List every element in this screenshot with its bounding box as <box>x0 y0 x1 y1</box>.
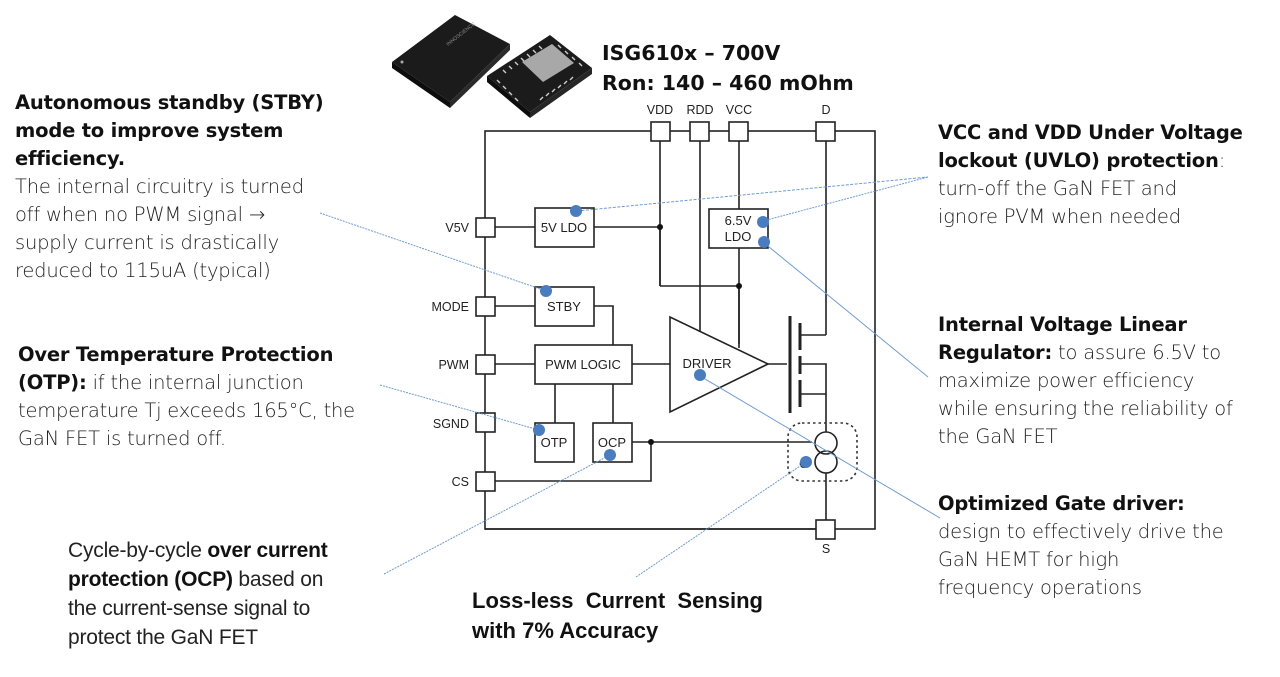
leader-ocp <box>383 454 611 575</box>
annotation-ocp-line2-bold: protection (OCP) <box>68 568 233 591</box>
annotation-stby: Autonomous standby (STBY) mode to improv… <box>15 89 324 285</box>
pin-d <box>815 121 836 142</box>
annotation-regulator: Internal Voltage Linear Regulator: to as… <box>938 311 1233 451</box>
pin-label-sgnd: SGND <box>433 417 469 431</box>
current-sense-coil-upper <box>814 431 838 455</box>
pin-label-rdd: RDD <box>686 103 713 117</box>
annotation-stby-body-1: The internal circuitry is turned <box>15 175 304 198</box>
pin-label-s: S <box>822 542 830 556</box>
annotation-ocp-line1-plain: Cycle-by-cycle <box>68 539 208 562</box>
pin-label-vcc: VCC <box>726 103 752 117</box>
leader-regulator <box>762 241 929 378</box>
ic-package-bottom-icon <box>487 35 592 118</box>
marker-stby[interactable] <box>540 285 552 297</box>
annotation-regulator-title-2-rest: to assure 6.5V to <box>1052 341 1221 364</box>
marker-5v-ldo[interactable] <box>570 205 582 217</box>
annotation-otp-body-1: temperature Tj exceeds 165°C, the <box>18 399 355 422</box>
block-label-5v-ldo: 5V LDO <box>541 220 587 235</box>
leader-uvlo-5v <box>576 176 929 212</box>
block-pwm-logic <box>534 344 633 385</box>
annotation-otp-title-1: Over Temperature Protection <box>18 343 334 366</box>
annotation-ocp-body-2: protect the GaN FET <box>68 626 258 649</box>
pin-v5v <box>475 217 496 238</box>
annotation-uvlo: VCC and VDD Under Voltage lockout (UVLO)… <box>938 119 1243 231</box>
product-title-line1: ISG610x – 700V <box>602 41 781 65</box>
annotation-gate-driver-body-1: design to effectively drive the <box>938 520 1224 543</box>
block-label-ocp: OCP <box>598 435 626 450</box>
annotation-ocp-line2-plain: based on <box>232 568 324 591</box>
current-sense-boundary <box>787 422 858 482</box>
product-title: ISG610x – 700V Ron: 140 – 460 mOhm <box>602 38 854 98</box>
annotation-ocp: Cycle-by-cycle over current protection (… <box>68 536 328 652</box>
pin-label-d: D <box>821 103 830 117</box>
leader-sensing <box>635 461 807 578</box>
pin-label-v5v: V5V <box>445 221 469 235</box>
annotation-stby-body-2: off when no PWM signal → <box>15 203 266 226</box>
annotation-regulator-title-1: Internal Voltage Linear <box>938 313 1187 336</box>
pin-label-vdd: VDD <box>647 103 673 117</box>
annotation-gate-driver: Optimized Gate driver: design to effecti… <box>938 490 1224 602</box>
annotation-sensing-line1: Loss-less Current Sensing <box>472 588 763 613</box>
leader-gate-driver <box>699 375 941 519</box>
annotation-gate-driver-body-2: GaN HEMT for high <box>938 548 1120 571</box>
annotation-sensing: Loss-less Current Sensing with 7% Accura… <box>472 586 763 646</box>
annotation-stby-body-4: reduced to 115uA (typical) <box>15 259 271 282</box>
annotation-uvlo-title-2-rest: : <box>1218 149 1226 172</box>
leader-stby <box>319 212 547 292</box>
annotation-stby-title-3: efficiency. <box>15 147 125 170</box>
block-label-stby: STBY <box>547 299 581 314</box>
annotation-stby-title-2: mode to improve system <box>15 119 284 142</box>
annotation-uvlo-body-1: turn-off the GaN FET and <box>938 177 1177 200</box>
pin-s <box>815 519 836 540</box>
block-5v-ldo <box>534 207 595 248</box>
annotation-otp: Over Temperature Protection (OTP): if th… <box>18 341 355 453</box>
pin-vcc <box>728 121 749 142</box>
annotation-sensing-line2: with 7% Accuracy <box>472 618 659 643</box>
annotation-regulator-body-1: maximize power efficiency <box>938 369 1195 392</box>
annotation-regulator-body-2: while ensuring the reliability of <box>938 397 1233 420</box>
pin-vdd <box>650 121 671 142</box>
annotation-stby-title-1: Autonomous standby (STBY) <box>15 91 324 114</box>
block-label-otp: OTP <box>541 435 568 450</box>
block-label-ldo: LDO <box>725 229 752 244</box>
annotation-uvlo-body-2: ignore PVM when needed <box>938 205 1181 228</box>
leader-uvlo-6-5v <box>762 176 929 222</box>
product-title-line2: Ron: 140 – 460 mOhm <box>602 71 854 95</box>
pin-label-mode: MODE <box>432 300 470 314</box>
pin-pwm <box>475 354 496 375</box>
annotation-ocp-line1-bold: over current <box>207 539 328 562</box>
annotation-stby-body-3: supply current is drastically <box>15 231 279 254</box>
pin-cs <box>475 471 496 492</box>
block-label-driver: DRIVER <box>682 356 731 371</box>
annotation-otp-body-2: GaN FET is turned off. <box>18 427 226 450</box>
driver-amplifier <box>669 315 770 414</box>
pin-mode <box>475 296 496 317</box>
marker-otp[interactable] <box>533 424 545 436</box>
marker-6-5v-ldo-regulator[interactable] <box>758 236 770 248</box>
marker-ocp[interactable] <box>604 449 616 461</box>
block-label-pwm-logic: PWM LOGIC <box>545 357 621 372</box>
annotation-otp-title-2-rest: if the internal junction <box>86 371 304 394</box>
block-label-6-5v: 6.5V <box>725 213 752 228</box>
annotation-uvlo-title-1: VCC and VDD Under Voltage <box>938 121 1243 144</box>
annotation-regulator-body-3: the GaN FET <box>938 425 1058 448</box>
pin-sgnd <box>475 412 496 433</box>
annotation-uvlo-title-2: lockout (UVLO) protection <box>938 149 1219 172</box>
ic-package-top-icon: INNOSCIENCE <box>392 15 510 108</box>
annotation-gate-driver-title: Optimized Gate driver: <box>938 492 1185 515</box>
marker-6-5v-ldo-uvlo[interactable] <box>757 216 769 228</box>
annotation-ocp-body-1: the current-sense signal to <box>68 597 311 620</box>
pin-label-pwm: PWM <box>438 358 469 372</box>
marker-current-sense[interactable] <box>800 456 812 468</box>
annotation-gate-driver-body-3: frequency operations <box>938 576 1142 599</box>
marker-driver[interactable] <box>694 369 706 381</box>
pin-rdd <box>689 121 710 142</box>
annotation-regulator-title-2: Regulator: <box>938 341 1053 364</box>
pin-label-cs: CS <box>452 475 469 489</box>
leader-otp <box>379 384 540 431</box>
annotation-otp-title-2: (OTP): <box>18 371 87 394</box>
